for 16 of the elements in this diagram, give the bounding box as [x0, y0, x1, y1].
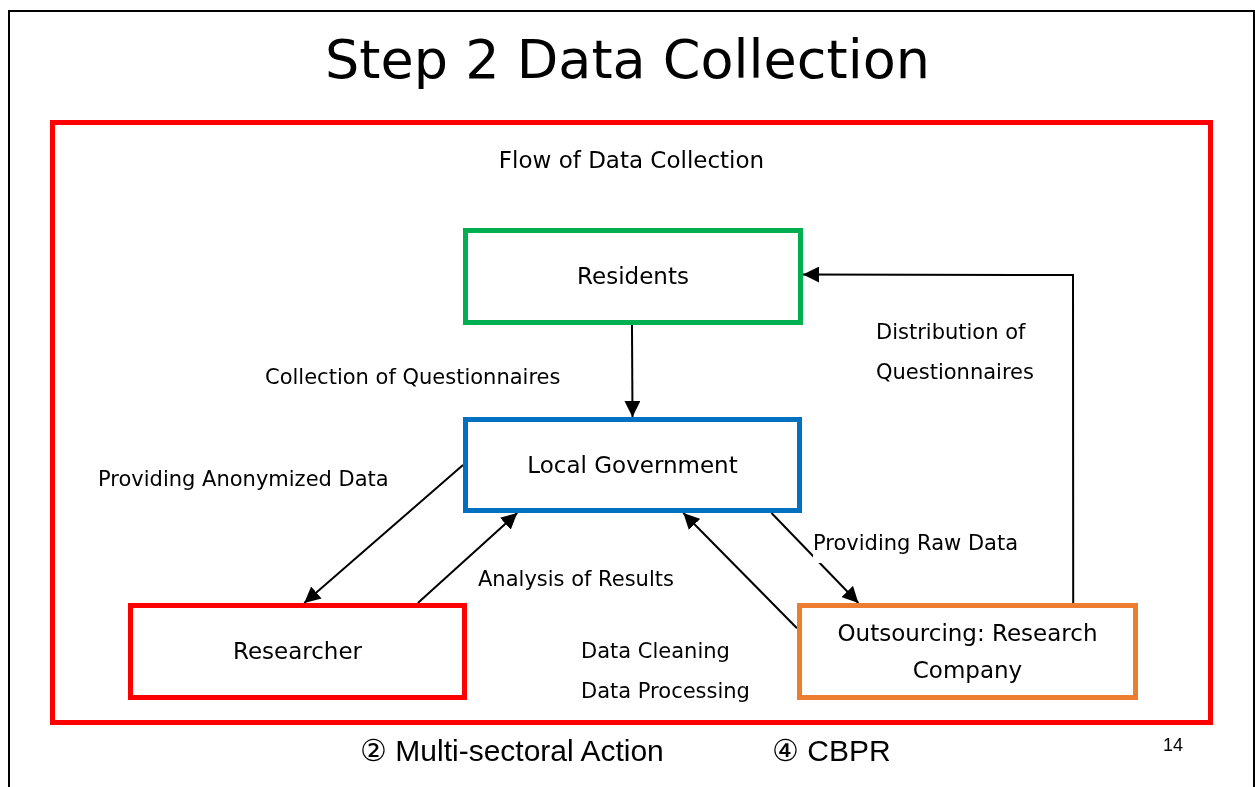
process-box: Residents — [463, 228, 803, 325]
group-frame — [50, 120, 1213, 725]
footer-text: ② Multi-sectoral Action — [360, 733, 664, 768]
title: Step 2 Data Collection — [324, 28, 931, 91]
arrow — [303, 464, 464, 604]
arrow — [416, 512, 519, 604]
footer-text: ④ CBPR — [772, 733, 891, 768]
arrow — [770, 512, 860, 604]
arrow — [682, 512, 798, 630]
process-box: Researcher — [128, 603, 467, 700]
process-box: Outsourcing: Research Company — [797, 603, 1138, 700]
arrow — [802, 266, 1075, 604]
process-box: Local Government — [463, 417, 802, 513]
group-heading: Flow of Data Collection — [497, 147, 766, 173]
arrow — [624, 324, 641, 418]
page-number: 14 — [1163, 735, 1184, 756]
